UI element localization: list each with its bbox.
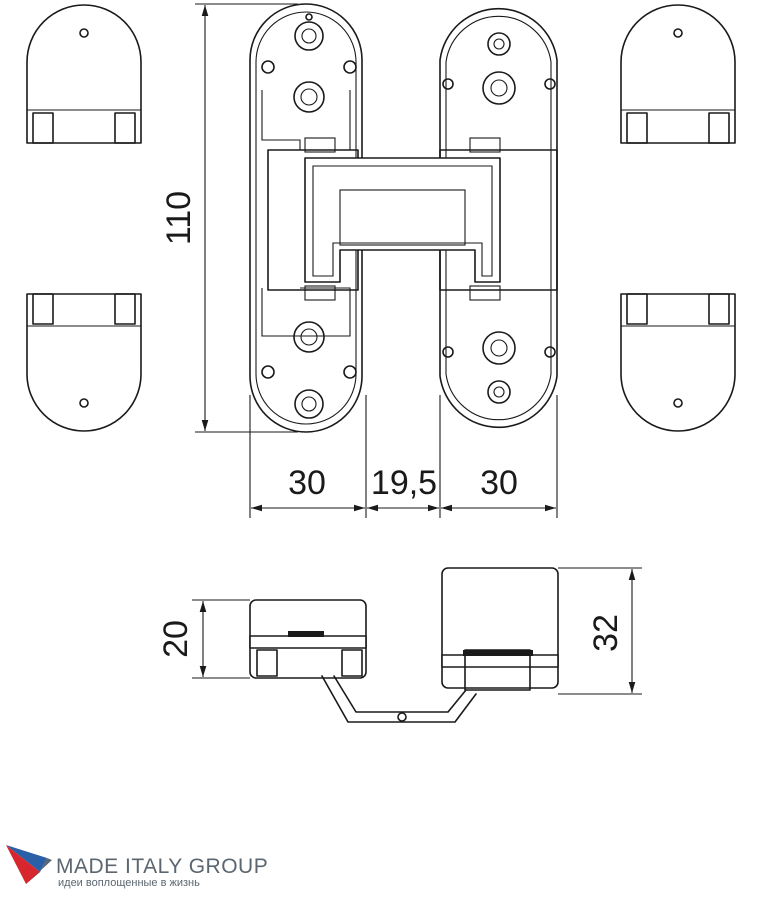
company-logo: MADE ITALY GROUP идеи воплощенные в жизн… — [6, 845, 268, 889]
cover-cap-bottom-left — [26, 293, 142, 432]
logo-mark-icon — [6, 845, 52, 884]
dimension-gap-19-5: 19,5 — [371, 464, 437, 502]
cover-cap-bottom-right — [620, 293, 736, 432]
hinge-arm-front — [304, 157, 501, 283]
dimension-side-20: 20 — [157, 620, 195, 658]
logo-tagline: идеи воплощенные в жизнь — [58, 877, 200, 889]
logo-name: MADE ITALY GROUP — [56, 855, 268, 878]
dimension-left-leaf-30: 30 — [288, 464, 326, 502]
cover-cap-top-right — [620, 4, 736, 144]
hinge-side-view — [249, 567, 559, 723]
dimension-right-leaf-30: 30 — [480, 464, 518, 502]
cover-cap-top-left — [26, 4, 142, 144]
hinge-leaf-left — [249, 3, 363, 433]
dimension-side-32: 32 — [587, 614, 625, 652]
dimension-lines — [192, 3, 642, 695]
dimension-height-110: 110 — [160, 191, 198, 245]
